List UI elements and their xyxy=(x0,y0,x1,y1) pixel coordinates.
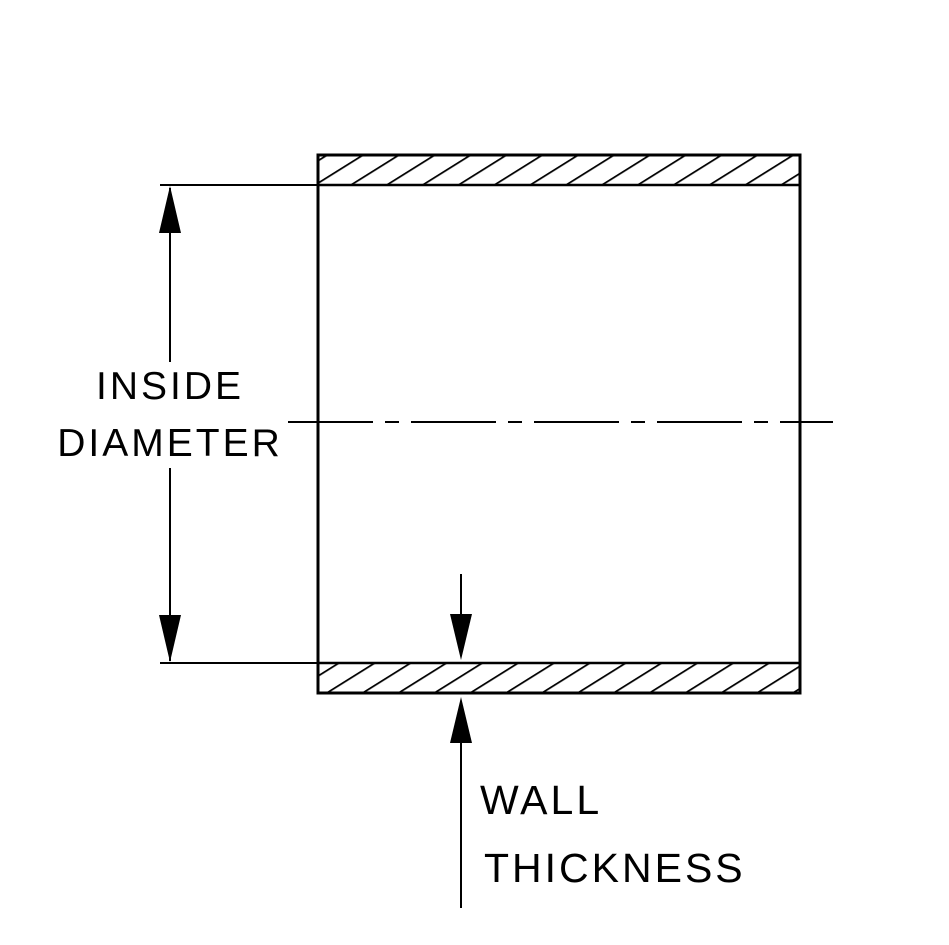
wall-thickness-label-line2: THICKNESS xyxy=(484,845,746,891)
bottom-wall-hatch xyxy=(318,663,800,693)
inside-diameter-label-line1: INSIDE xyxy=(96,365,244,408)
wall-thickness-label-line1: WALL xyxy=(480,777,602,823)
id-arrow-down-icon xyxy=(159,615,181,662)
inside-diameter-label-line2: DIAMETER xyxy=(57,422,283,465)
id-arrow-up-icon xyxy=(159,186,181,233)
tube-outline xyxy=(316,153,802,695)
wall-thickness-arrow-down-icon xyxy=(450,614,472,660)
top-wall-hatch xyxy=(318,155,800,185)
wall-thickness-arrow-up-icon xyxy=(450,697,472,743)
